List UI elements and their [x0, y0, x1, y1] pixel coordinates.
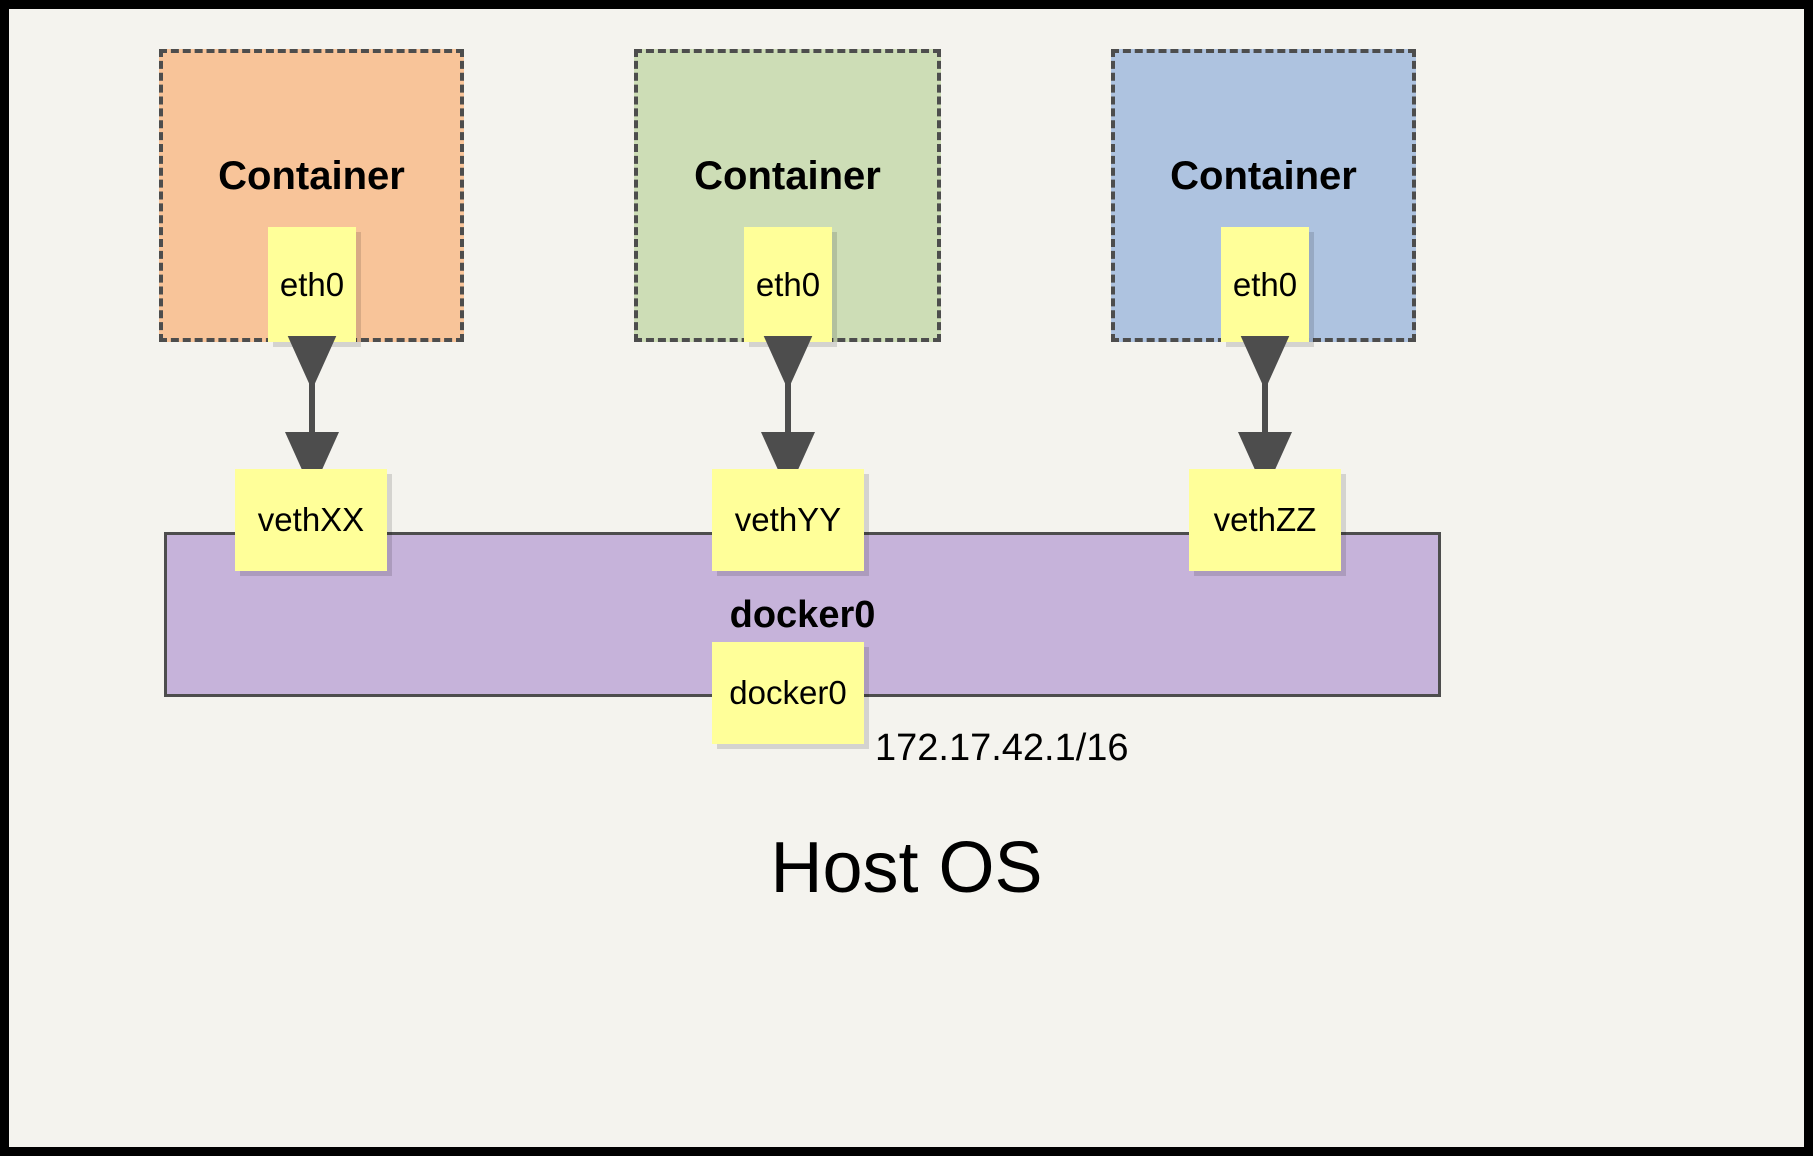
veth-note-1[interactable]: vethXX: [235, 469, 387, 571]
container-title-3: Container: [1170, 154, 1357, 198]
veth-note-3[interactable]: vethZZ: [1189, 469, 1341, 571]
container-2-eth0-note[interactable]: eth0: [744, 227, 832, 342]
container-title-1: Container: [218, 154, 405, 198]
diagram-canvas: Container eth0 Container eth0 Container …: [9, 9, 1804, 1147]
host-os-title: Host OS: [770, 828, 1043, 908]
docker0-port-note[interactable]: docker0: [712, 642, 864, 744]
container-1-eth0-note[interactable]: eth0: [268, 227, 356, 342]
docker0-ip-label: 172.17.42.1/16: [875, 727, 1129, 769]
veth-arrow-1: [285, 336, 339, 486]
docker0-bridge-label: docker0: [729, 594, 876, 636]
container-title-2: Container: [694, 154, 881, 198]
veth-note-2[interactable]: vethYY: [712, 469, 864, 571]
veth-arrow-3: [1238, 336, 1292, 486]
container-3-eth0-note[interactable]: eth0: [1221, 227, 1309, 342]
veth-arrow-2: [761, 336, 815, 486]
